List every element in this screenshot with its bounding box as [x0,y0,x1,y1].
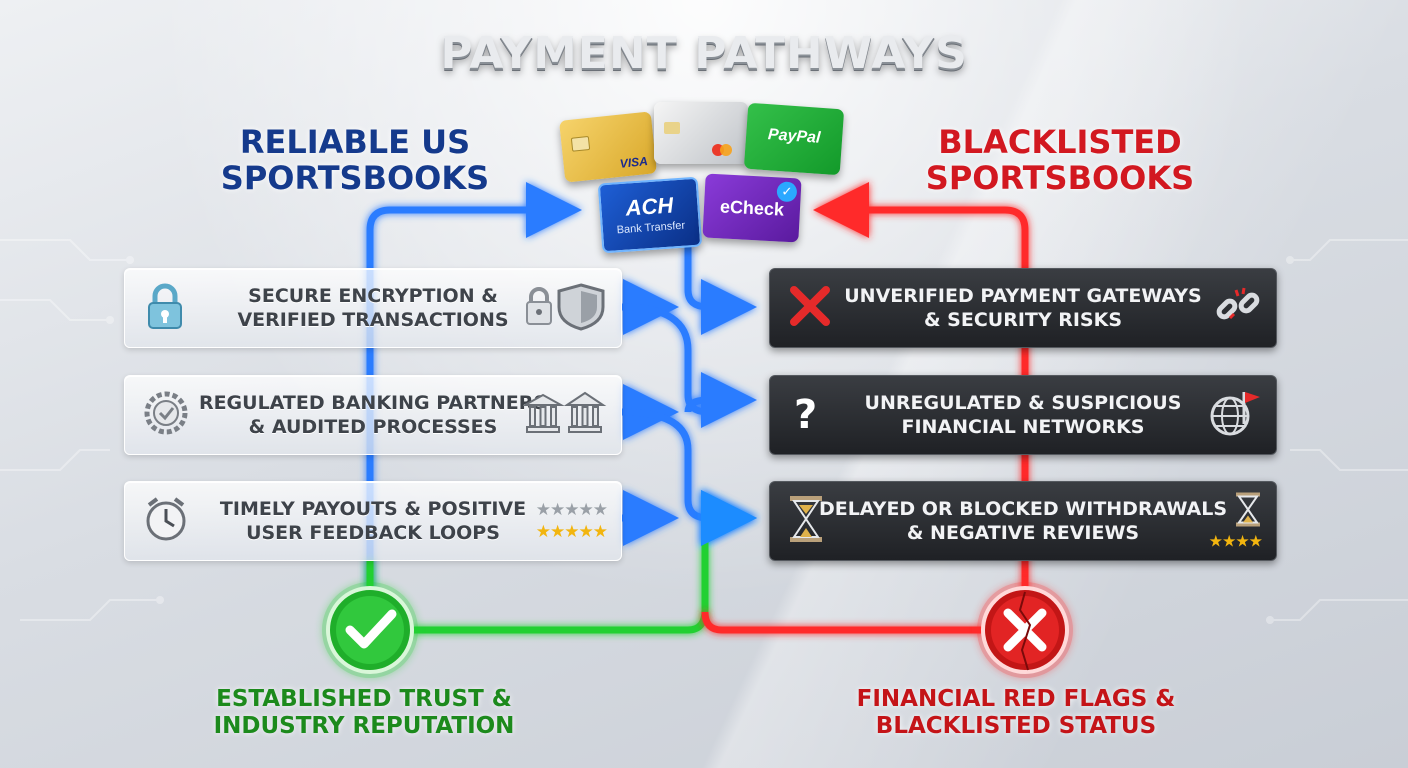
panel-line1: UNVERIFIED PAYMENT GATEWAYS [844,285,1202,307]
blacklist-caption-line1: FINANCIAL RED FLAGS & [856,686,1176,712]
alarm-clock-icon [143,495,189,547]
card-chip-icon [570,135,591,152]
panel-line2: & NEGATIVE REVIEWS [906,522,1140,544]
reliable-column-title: RELIABLE US SPORTSBOOKS [190,124,520,196]
reliable-title-line2: SPORTSBOOKS [220,159,490,197]
blacklisted-panel-withdrawals: DELAYED OR BLOCKED WITHDRAWALS & NEGATIV… [769,481,1277,561]
blacklisted-panel-networks: ? UNREGULATED & SUSPICIOUS FINANCIAL NET… [769,375,1277,455]
grey-stars: ★★★★★ [535,500,608,520]
bank-building-icon [521,391,607,439]
visa-card: VISA [559,111,657,183]
blacklisted-panel-gateways: UNVERIFIED PAYMENT GATEWAYS & SECURITY R… [769,268,1277,348]
paypal-label: PayPal [767,126,821,147]
trust-caption-line2: INDUSTRY REPUTATION [213,713,515,739]
reliable-panel-payouts: TIMELY PAYOUTS & POSITIVE USER FEEDBACK … [124,481,622,561]
panel-line2: & AUDITED PROCESSES [248,416,498,438]
hourglass-icon [1236,492,1260,527]
blacklist-caption-line2: BLACKLISTED STATUS [875,713,1157,739]
blacklisted-column-title: BLACKLISTED SPORTSBOOKS [880,124,1240,196]
trust-check-badge [322,582,418,678]
visa-label: VISA [619,153,649,171]
ach-bank-transfer-card: ACH Bank Transfer [597,176,703,254]
panel-text: REGULATED BANKING PARTNERS & AUDITED PRO… [165,391,581,439]
panel-text: UNVERIFIED PAYMENT GATEWAYS & SECURITY R… [810,284,1236,332]
mastercard-icon [712,144,734,156]
blacklist-caption: FINANCIAL RED FLAGS & BLACKLISTED STATUS [846,686,1186,740]
ach-label: ACH [624,192,675,221]
panel-line2: VERIFIED TRANSACTIONS [237,309,509,331]
lock-shield-icon [523,281,607,335]
main-title: PAYMENT PATHWAYS [440,28,968,79]
panel-line1: TIMELY PAYOUTS & POSITIVE [219,498,527,520]
panel-line1: UNREGULATED & SUSPICIOUS [864,392,1182,414]
mastercard-card [654,102,748,164]
trust-caption: ESTABLISHED TRUST & INDUSTRY REPUTATION [194,686,534,740]
globe-flag-icon [1208,388,1262,442]
panel-line1: DELAYED OR BLOCKED WITHDRAWALS [818,498,1228,520]
echeck-card: eCheck ✓ [702,173,802,243]
gold-stars: ★★★★★ [535,522,608,542]
seal-gear-icon [143,390,189,440]
panel-text: DELAYED OR BLOCKED WITHDRAWALS & NEGATIV… [810,497,1236,545]
panel-line2: & SECURITY RISKS [923,309,1123,331]
panel-text: UNREGULATED & SUSPICIOUS FINANCIAL NETWO… [810,391,1236,439]
card-chip-icon [664,122,680,134]
reliable-panel-encryption: SECURE ENCRYPTION & VERIFIED TRANSACTION… [124,268,622,348]
gold-stars: ★★★★ [1208,531,1263,551]
reliable-flow-lines [366,182,757,600]
padlock-icon [143,282,187,334]
panel-line1: REGULATED BANKING PARTNERS [198,392,548,414]
panel-text: TIMELY PAYOUTS & POSITIVE USER FEEDBACK … [165,497,581,545]
hourglass-icon [788,494,824,548]
blacklist-x-badge [977,582,1073,678]
question-mark-icon: ? [794,392,818,438]
reliable-title-line1: RELIABLE US [239,123,471,161]
hourglass-stars-icon: ★★★★ [1208,492,1263,551]
risk-flow-lines [701,182,1029,634]
blacklisted-title-line1: BLACKLISTED [938,123,1182,161]
reliable-panel-banking: REGULATED BANKING PARTNERS & AUDITED PRO… [124,375,622,455]
blacklisted-title-line2: SPORTSBOOKS [925,159,1195,197]
broken-chain-icon [1214,282,1262,334]
panel-line1: SECURE ENCRYPTION & [248,285,498,307]
panel-line2: USER FEEDBACK LOOPS [246,522,500,544]
trust-caption-line1: ESTABLISHED TRUST & [216,686,512,712]
panel-line2: FINANCIAL NETWORKS [901,416,1145,438]
paypal-card: PayPal [743,102,845,176]
check-badge-icon: ✓ [776,181,798,203]
panel-text: SECURE ENCRYPTION & VERIFIED TRANSACTION… [165,284,581,332]
red-x-icon [788,284,832,332]
star-rating-icon: ★★★★★ ★★★★★ [535,499,608,543]
